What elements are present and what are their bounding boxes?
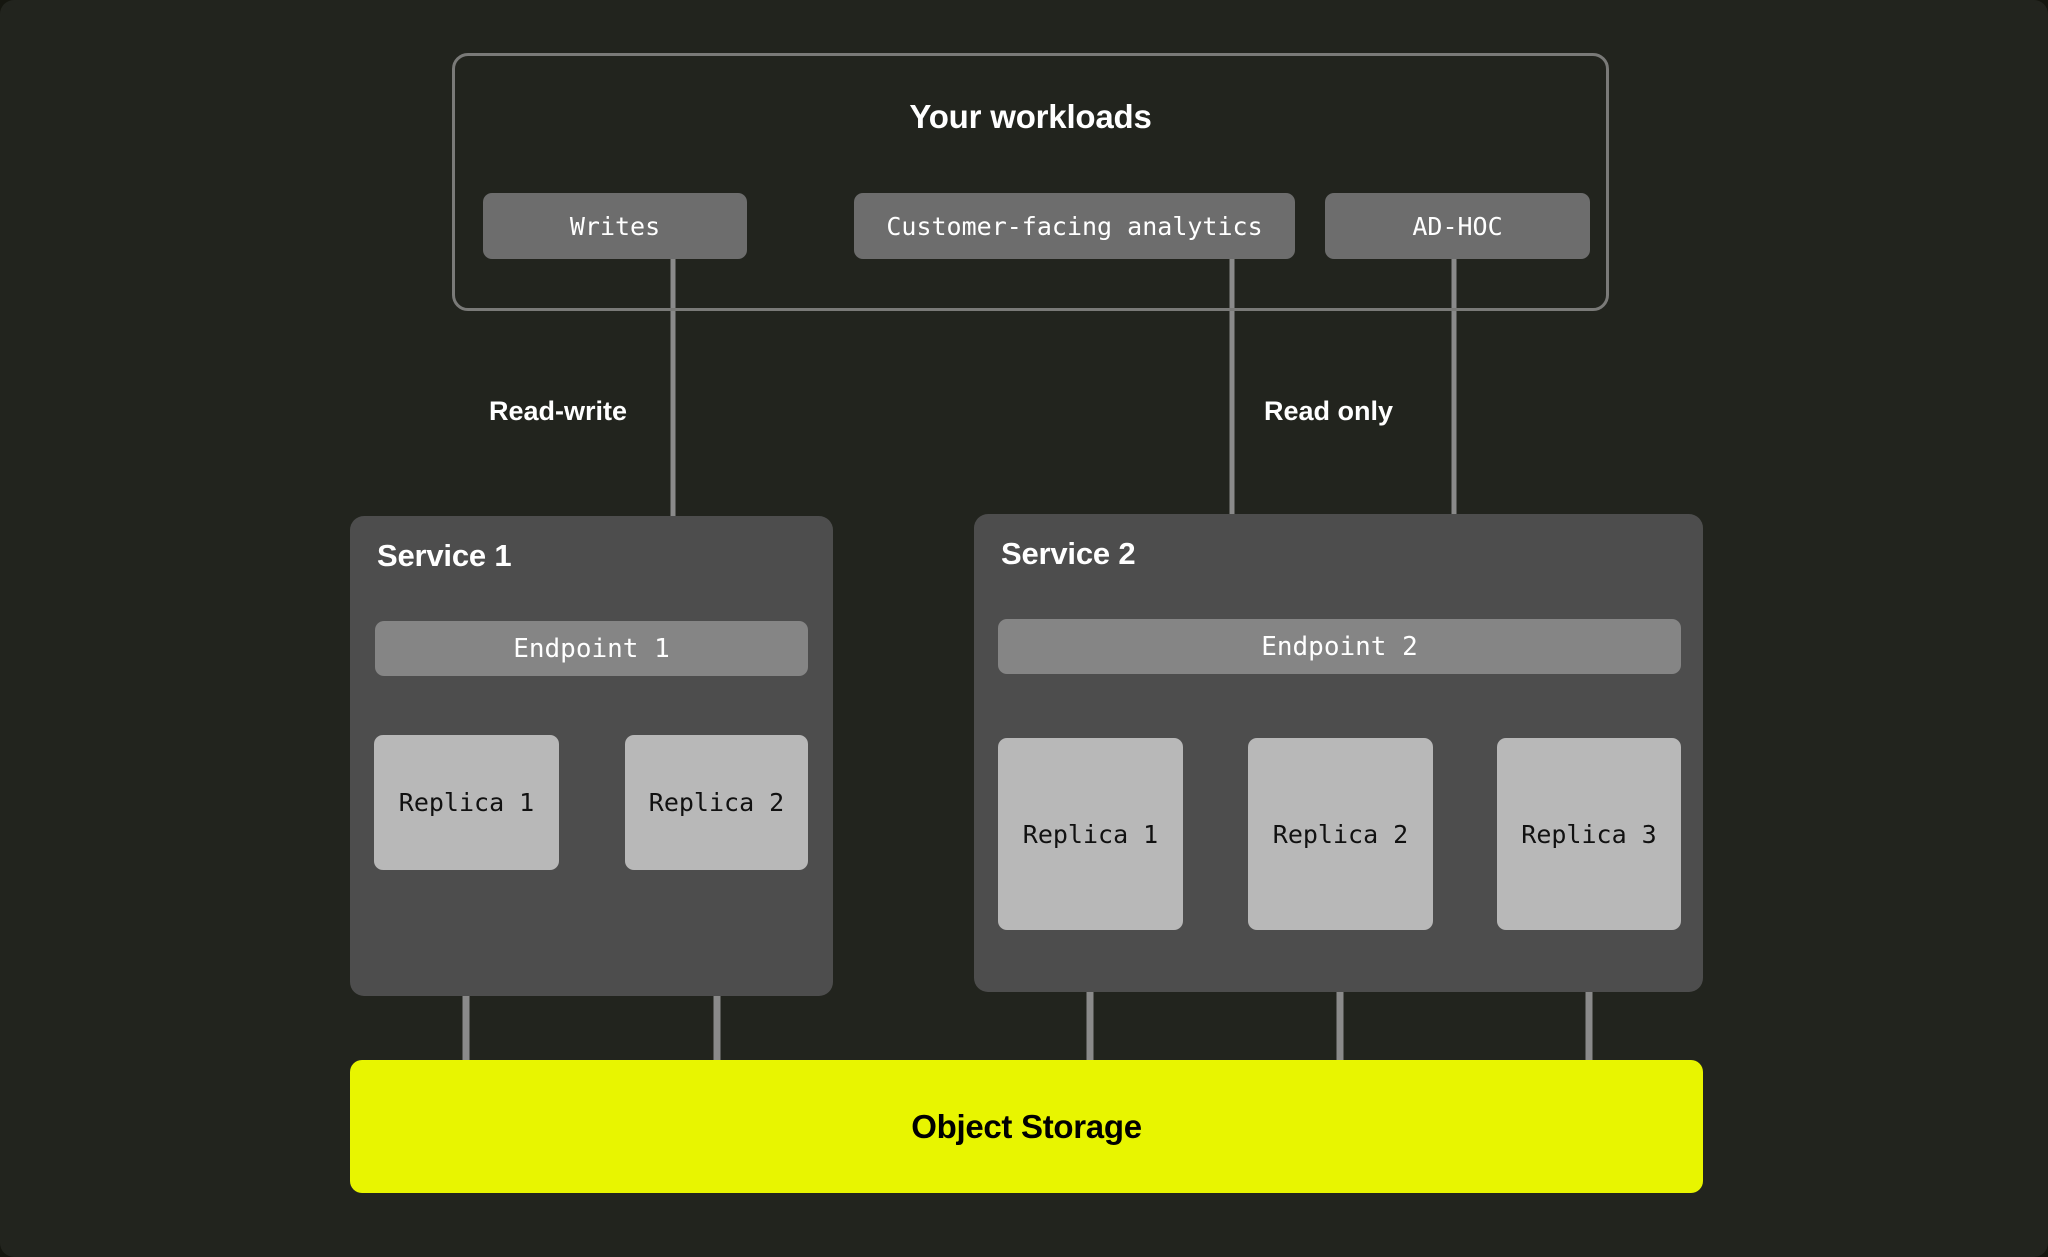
service-2-replica-2[interactable]: Replica 2 [1248,738,1433,930]
workload-chip-writes[interactable]: Writes [483,193,747,259]
service-2-title: Service 2 [1001,536,1136,571]
object-storage-bar[interactable]: Object Storage [350,1060,1703,1193]
edge-label-read-write: Read-write [489,396,628,426]
service-1-replica-2[interactable]: Replica 2 [625,735,808,870]
service-card-2: Service 2 Endpoint 2 Replica 1 Replica 2… [974,514,1703,992]
object-storage-label: Object Storage [911,1107,1142,1145]
edge-label-read-only: Read only [1264,396,1394,426]
service-2-replica-1[interactable]: Replica 1 [998,738,1183,930]
your-workloads-title: Your workloads [909,98,1152,135]
endpoint-2[interactable]: Endpoint 2 [998,619,1681,674]
your-workloads-group: Your workloads Writes Customer-facing an… [452,53,1609,311]
endpoint-1[interactable]: Endpoint 1 [375,621,808,676]
workload-chip-ad-hoc[interactable]: AD-HOC [1325,193,1590,259]
workload-chip-customer-facing-analytics[interactable]: Customer-facing analytics [854,193,1295,259]
workload-chip-row: Writes Customer-facing analytics AD-HOC [455,193,1606,259]
service-2-replica-3[interactable]: Replica 3 [1497,738,1681,930]
service-1-title: Service 1 [377,538,512,573]
service-card-1: Service 1 Endpoint 1 Replica 1 Replica 2 [350,516,833,996]
service-1-replica-1[interactable]: Replica 1 [374,735,559,870]
